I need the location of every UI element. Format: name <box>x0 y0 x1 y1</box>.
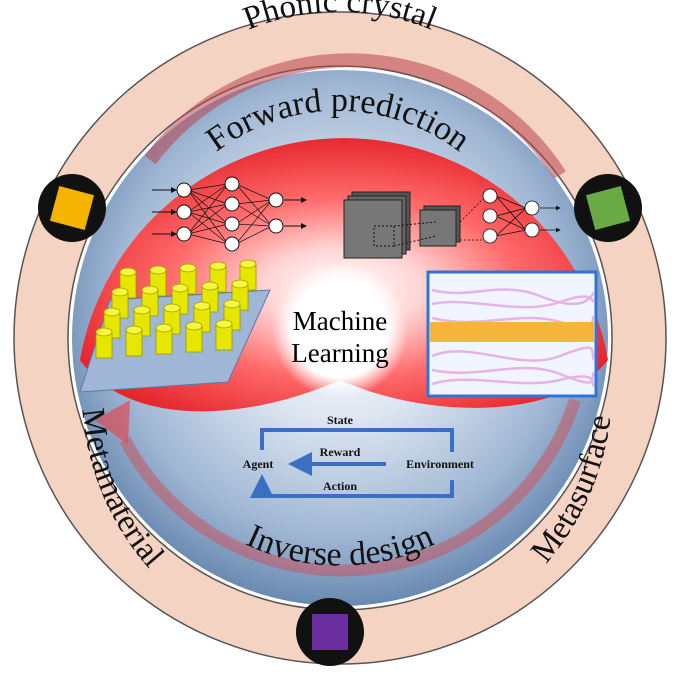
pillar-top <box>125 325 143 335</box>
pillar-top <box>95 327 113 337</box>
badge-right <box>574 174 642 242</box>
center-line1: Machine <box>293 306 387 336</box>
cnn-icon <box>343 188 561 259</box>
center-line2: Learning <box>291 338 388 368</box>
pillar-top <box>171 283 189 293</box>
rl-reward-label: Reward <box>320 445 361 459</box>
pillar-top <box>155 323 173 333</box>
pillar-top <box>209 261 227 271</box>
badge-bottom <box>296 598 364 666</box>
center-circle <box>272 262 408 398</box>
pillar-top <box>239 259 257 269</box>
pillar-top <box>141 285 159 295</box>
pillar-top <box>185 321 203 331</box>
rl-environment-label: Environment <box>406 457 474 471</box>
pillar-array-icon <box>79 259 271 393</box>
pillar-top <box>103 307 121 317</box>
pillar-top <box>201 281 219 291</box>
rl-action-label: Action <box>323 479 357 493</box>
inverse-flow-arrow <box>119 398 581 577</box>
pillar-top <box>223 299 241 309</box>
pillar-top <box>179 263 197 273</box>
pillar-top <box>215 319 233 329</box>
rl-loop <box>250 428 454 498</box>
rl-agent-label: Agent <box>243 457 274 471</box>
badge-left <box>38 174 106 242</box>
pillar-top <box>193 301 211 311</box>
rl-state-label: State <box>327 413 354 427</box>
pillar-top <box>133 305 151 315</box>
pillar-top <box>149 265 167 275</box>
pillar-top <box>163 303 181 313</box>
pillar-top <box>231 279 249 289</box>
pillar-top <box>119 267 137 277</box>
neural-network-icon <box>152 176 307 252</box>
inverse-arrow-head <box>95 400 130 445</box>
pillar-top <box>111 287 129 297</box>
wave-panel <box>426 270 598 398</box>
forward-flow-arrow <box>144 53 566 179</box>
